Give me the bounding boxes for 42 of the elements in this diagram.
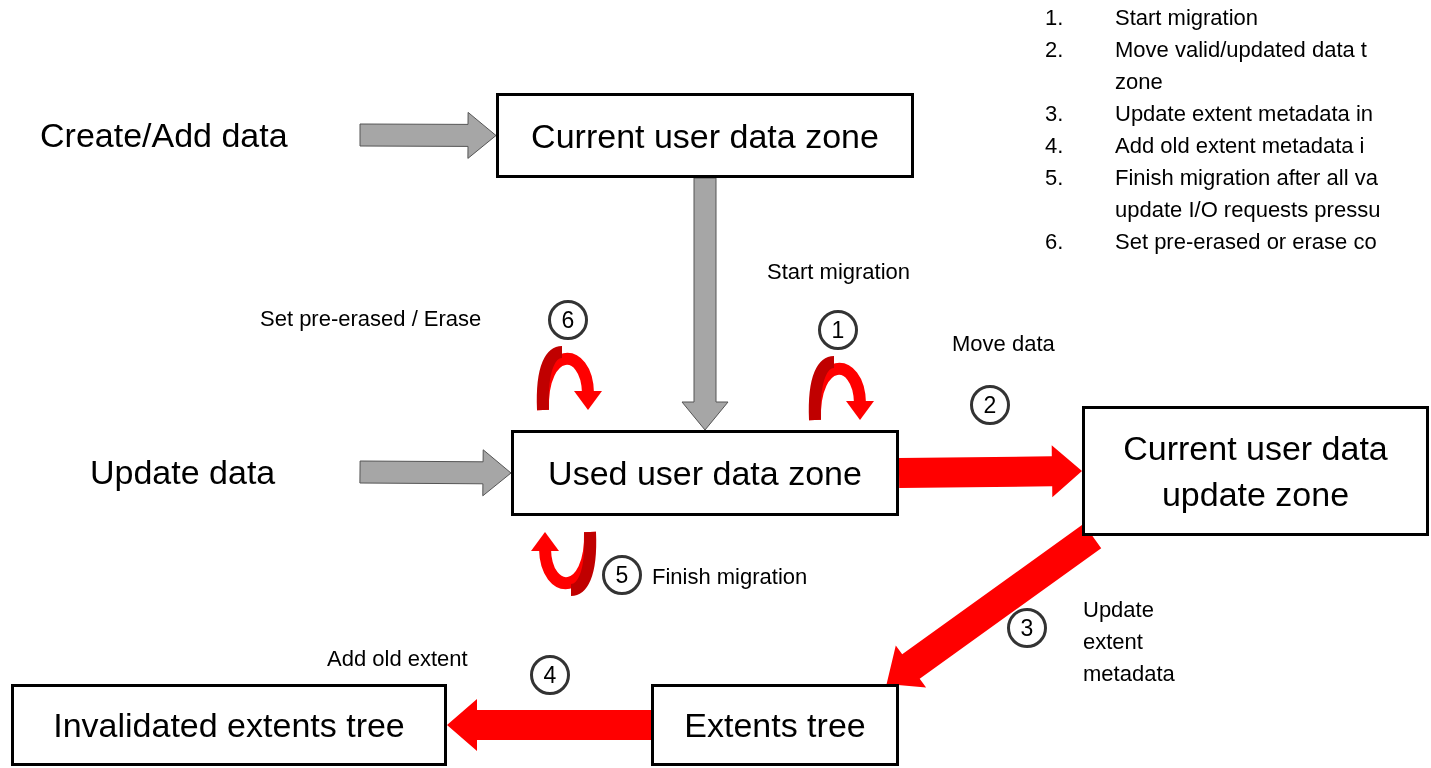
list-item: Set pre-erased or erase co (1115, 228, 1377, 256)
list-item: Move valid/updated data t zone (1115, 36, 1368, 96)
zone-box (651, 684, 899, 766)
list-number: Update extent metadata (1083, 596, 1176, 688)
list-number: 2. (1045, 36, 1064, 64)
list-item: Add old extent metadata i (1115, 132, 1365, 160)
list-number: 4. (1045, 132, 1064, 160)
zone-box (511, 430, 899, 516)
block-arrow (359, 111, 497, 159)
step-number: 2 (970, 385, 1010, 425)
input-label: Update data (90, 447, 360, 497)
block-arrow (359, 449, 512, 497)
step-number: 6 (548, 300, 588, 340)
step-label: Start migration (767, 258, 911, 286)
list-number: 5. (1045, 164, 1064, 192)
step-label: Add old extent (327, 645, 468, 673)
list-item: Update extent metadata in (1115, 100, 1374, 128)
box-label: Current user data update zone (1122, 428, 1389, 515)
box-label: Used user data zone (547, 453, 863, 494)
box-label: Invalidated extents tree (52, 705, 406, 746)
block-arrow (886, 523, 1102, 688)
step-number: 5 (602, 555, 642, 595)
step-label: Finish migration (652, 563, 808, 591)
list-item: Start migration (1115, 4, 1259, 32)
step-number: 3 (1007, 608, 1047, 648)
step-number: 1 (818, 310, 858, 350)
input-label: Create/Add data (40, 110, 360, 160)
step-label: Set pre-erased / Erase (260, 305, 482, 333)
zone-box (1082, 406, 1429, 536)
step-number: 4 (530, 655, 570, 695)
box-label: Extents tree (683, 705, 867, 746)
step-label: Move data (952, 330, 1055, 358)
list-number: 6. (1045, 228, 1064, 256)
zone-box (11, 684, 447, 766)
box-label: Current user data zone (530, 115, 880, 157)
block-arrow (681, 177, 729, 431)
list-number: 1. (1045, 4, 1064, 32)
zone-box (496, 93, 914, 178)
list-number: 3. (1045, 100, 1064, 128)
list-item: Finish migration after all va update I/O requests pressu (1115, 164, 1382, 224)
block-arrow (898, 445, 1082, 498)
block-arrow (447, 699, 651, 751)
